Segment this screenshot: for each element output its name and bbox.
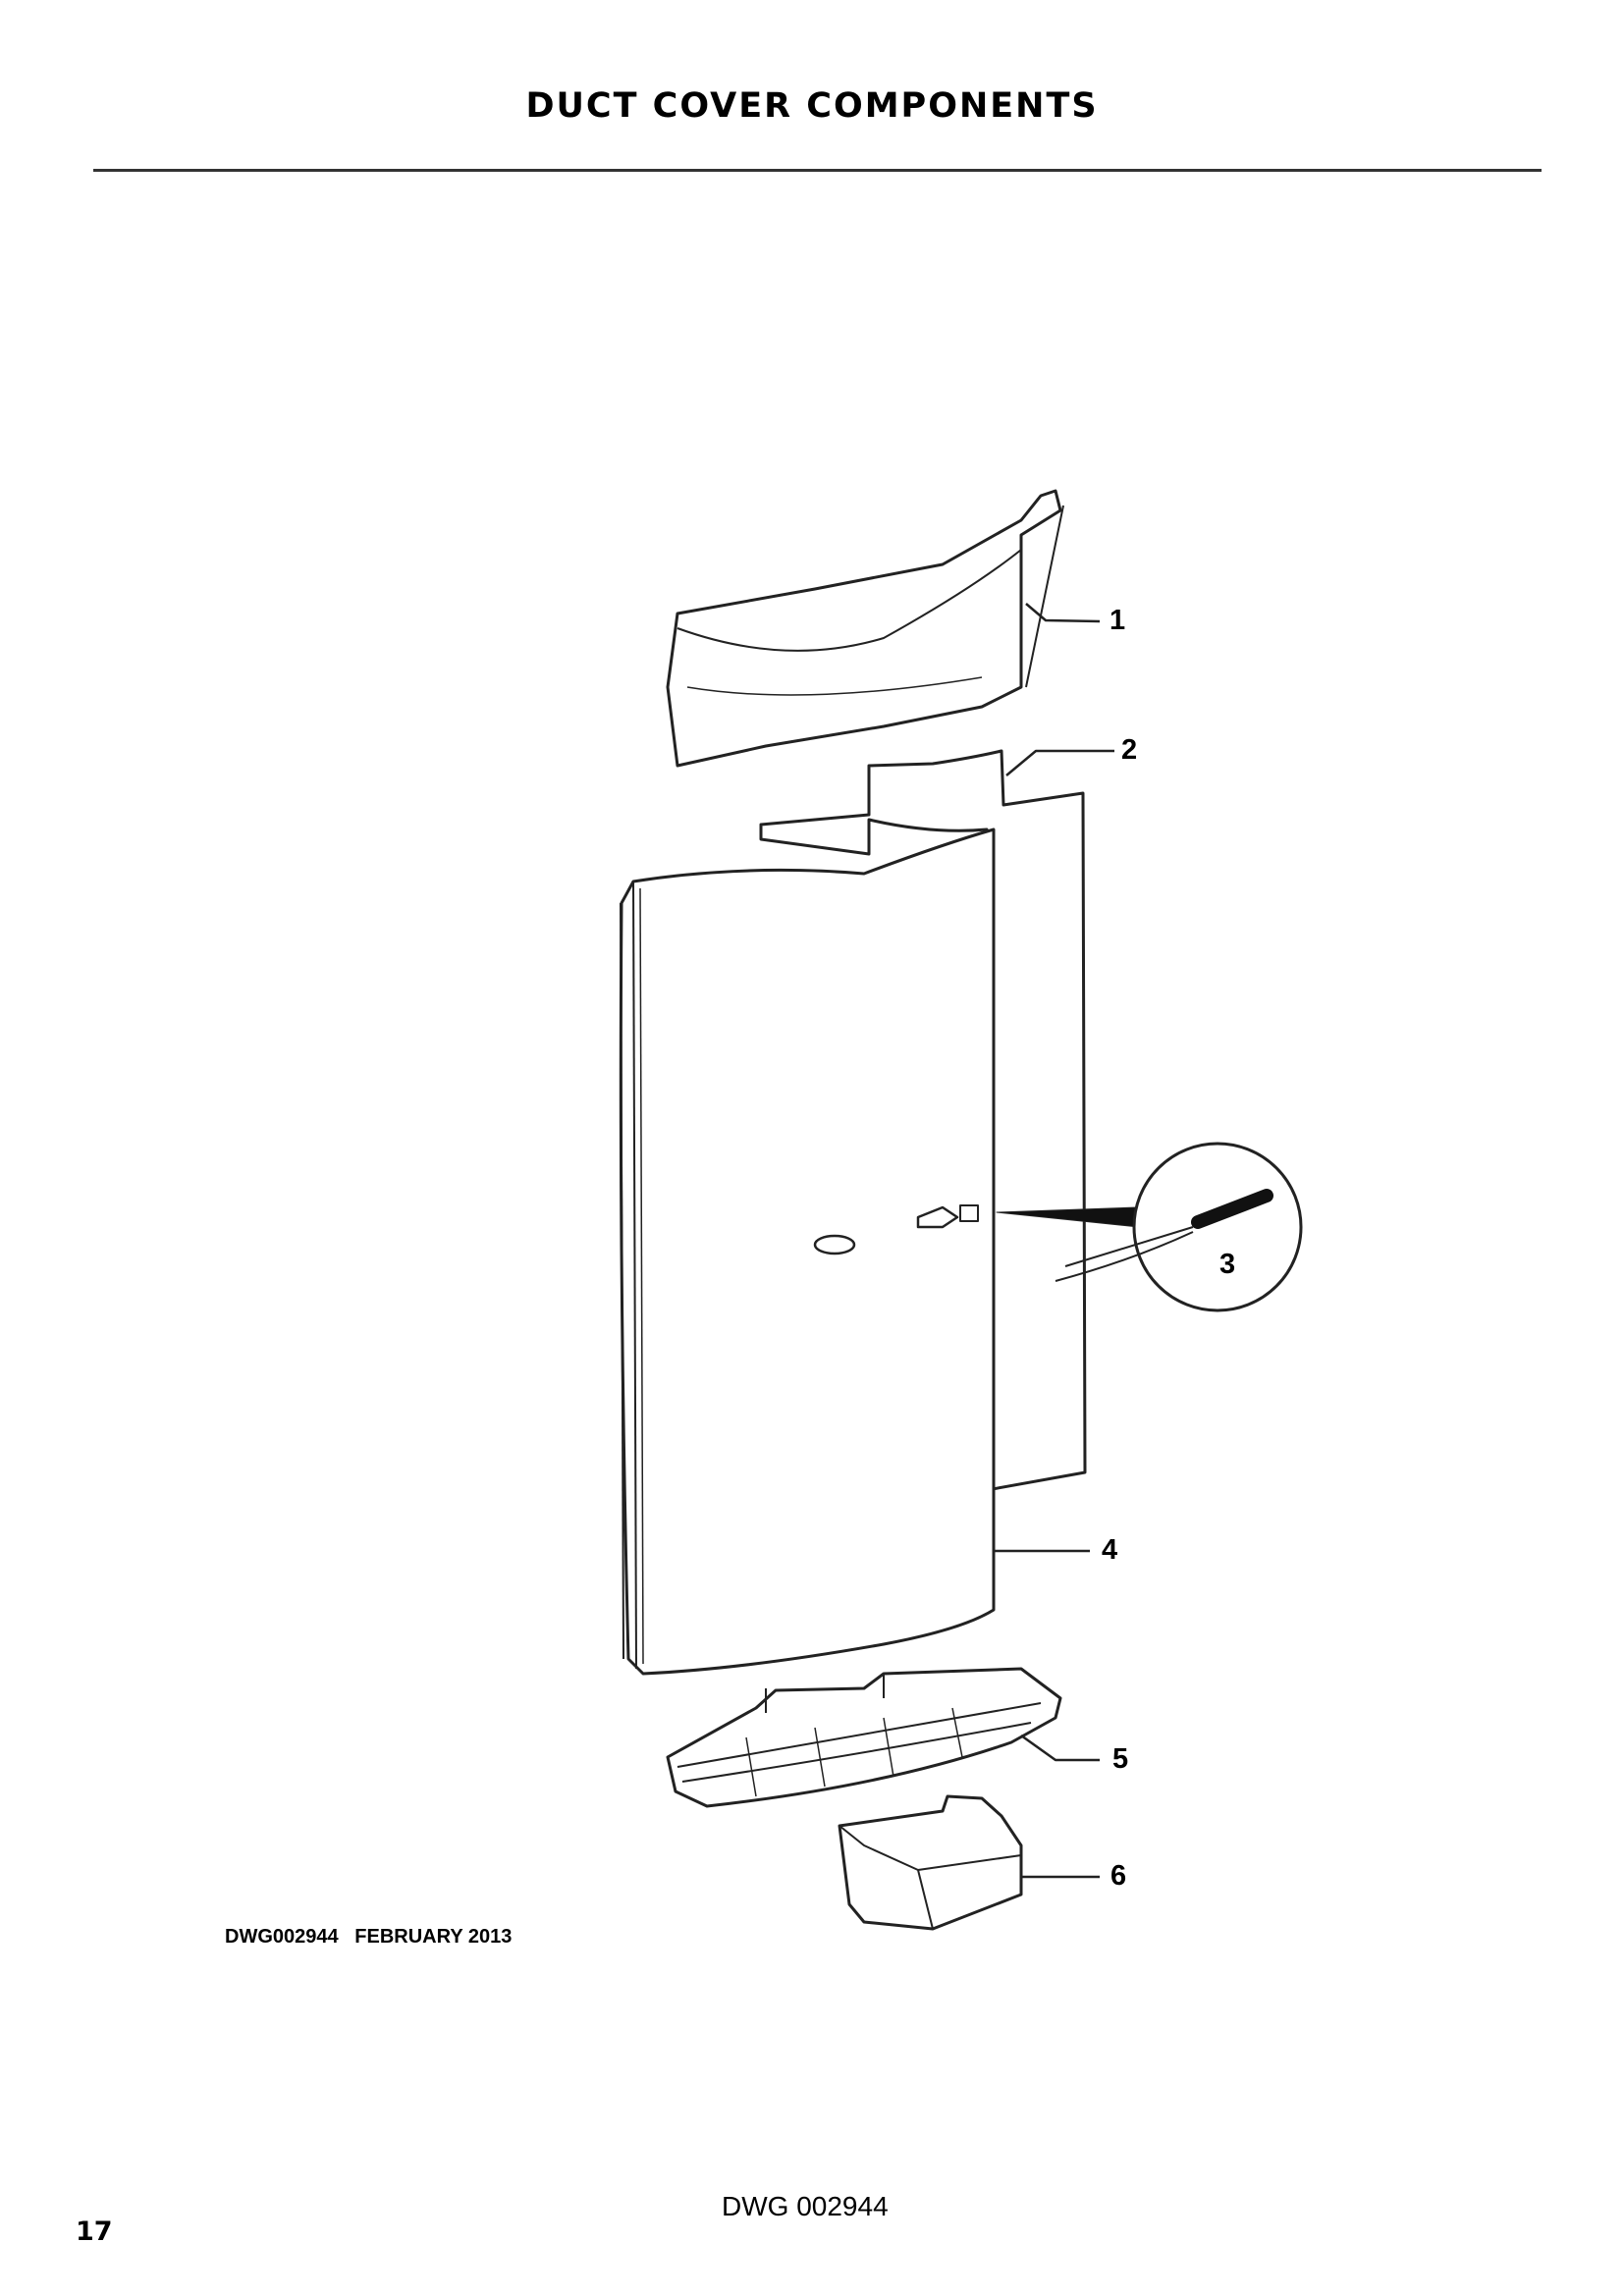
part-6-bracket [838,1794,1023,1931]
leader-line-2 [1005,749,1114,776]
leader-line-5 [1020,1734,1100,1762]
title-divider [93,169,1542,172]
callout-2: 2 [1121,734,1138,766]
callout-1: 1 [1110,605,1126,636]
part-1-top-cover [666,489,1064,768]
leader-line-1 [1025,603,1101,623]
page-title: DUCT COVER COMPONENTS [525,86,1099,126]
callout-4: 4 [1102,1534,1118,1566]
callout-5: 5 [1112,1743,1129,1775]
part-2-back-panel [759,749,1087,1492]
callout-6: 6 [1110,1860,1127,1892]
part-5-grille [666,1667,1062,1808]
footer-drawing-number: DWG 002944 [722,2191,889,2221]
page-number: 17 [76,2216,113,2247]
drawing-caption: DWG002944 FEBRUARY 2013 [225,1926,513,1948]
part-4-front-panel [619,828,996,1676]
callout-3: 3 [1219,1249,1236,1280]
part-3-sensor-detail [996,1142,1303,1312]
